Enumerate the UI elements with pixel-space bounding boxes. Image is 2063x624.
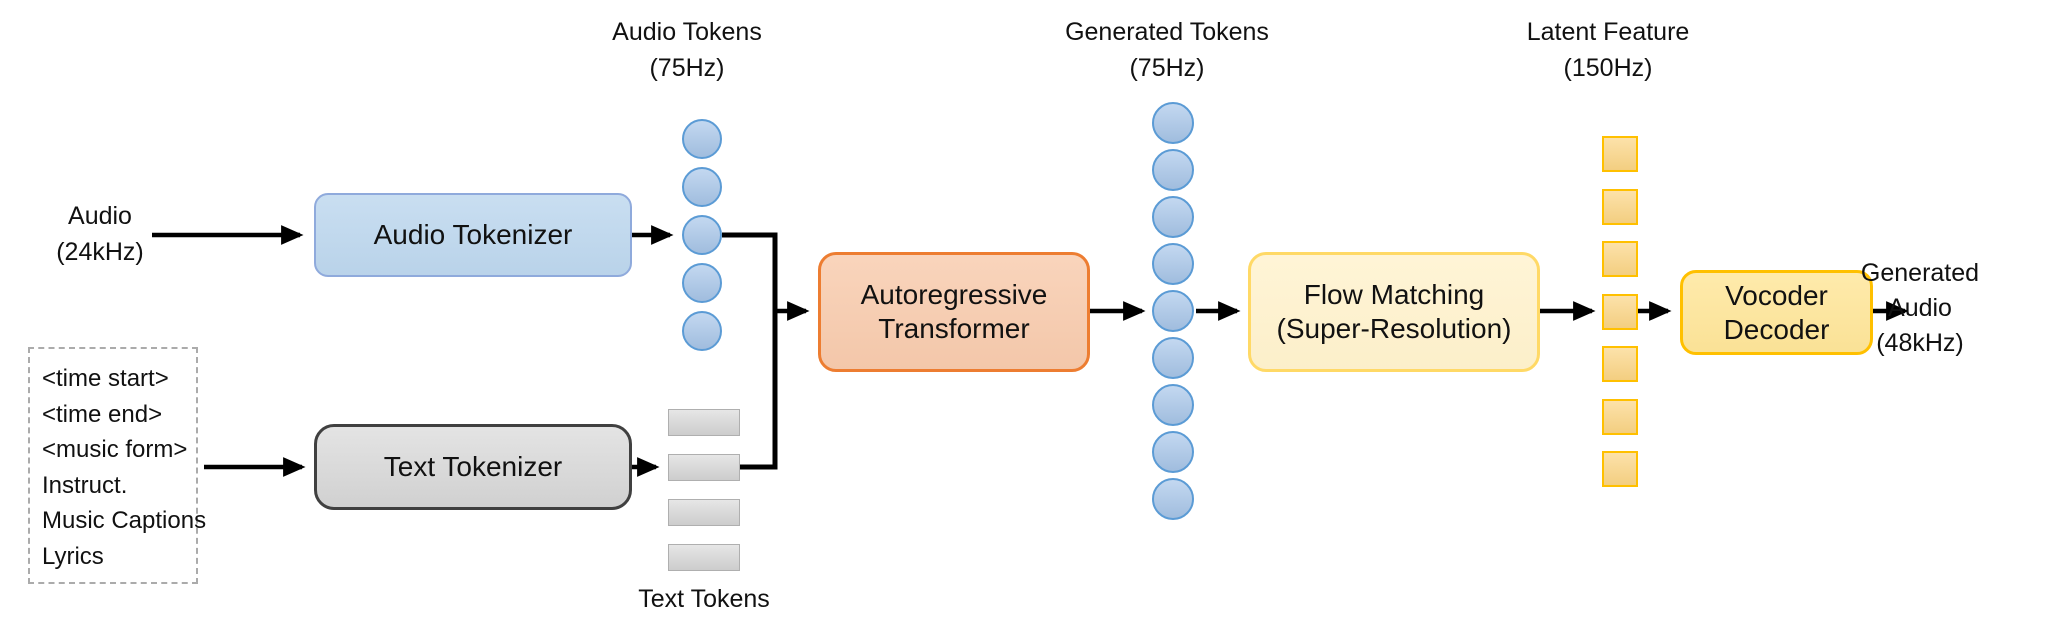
audio-tokenizer-node: Audio Tokenizer [314, 193, 632, 277]
latent-features-square [1602, 241, 1638, 277]
latent-features-square [1602, 136, 1638, 172]
audio-tokens-column [682, 119, 722, 359]
prompt-line-instruct: Instruct. [42, 471, 128, 499]
generated-tokens-circle [1152, 478, 1194, 520]
vocoder-decoder-node: Vocoder Decoder [1680, 270, 1873, 355]
text-tokens-rect [668, 409, 740, 436]
audio-tokens-circle [682, 263, 722, 303]
audio-tokens-circle [682, 119, 722, 159]
generated-tokens-circle [1152, 149, 1194, 191]
prompt-line-lyrics: Lyrics [42, 542, 104, 570]
latent-features-square [1602, 188, 1638, 225]
text-tokens-column [668, 409, 740, 589]
latent-features-square [1602, 398, 1638, 435]
prompt-line-music-form: <music form> [42, 436, 188, 463]
latent-features-column [1602, 136, 1638, 504]
merge-elbow-line [722, 232, 778, 470]
text-tokens-rect [668, 499, 740, 526]
text-tokens-rect [668, 454, 740, 481]
generated-tokens-circle [1152, 431, 1194, 473]
text-tokens-rect [668, 544, 740, 571]
audio-tokens-circle [682, 215, 722, 255]
flow-matching-node: Flow Matching (Super-Resolution) [1248, 252, 1540, 372]
prompt-line-captions: Music Captions [42, 507, 207, 534]
text-tokens-label: Text Tokens [638, 585, 770, 613]
audio-tokens-label: Audio Tokens (75Hz) [612, 18, 762, 82]
prompt-line-time-end: <time end> [42, 400, 163, 428]
latent-features-square [1602, 346, 1638, 382]
latent-feature-label: Latent Feature (150Hz) [1526, 18, 1690, 82]
generated-audio-output-label: Generated Audio (48kHz) [1860, 259, 1980, 357]
generated-tokens-circle [1152, 384, 1194, 426]
latent-features-square [1602, 293, 1638, 330]
generated-tokens-label: Generated Tokens (75Hz) [1065, 18, 1269, 82]
generated-tokens-circle [1152, 196, 1194, 238]
prompt-line-time-start: <time start> [42, 365, 169, 392]
audio-input-label: Audio (24kHz) [56, 202, 144, 266]
latent-features-square [1602, 451, 1638, 487]
generated-tokens-circle [1152, 290, 1194, 332]
audio-tokens-circle [682, 167, 722, 207]
autoregressive-transformer-node: Autoregressive Transformer [818, 252, 1090, 372]
generated-tokens-circle [1152, 243, 1194, 285]
text-tokenizer-node: Text Tokenizer [314, 424, 632, 510]
generated-tokens-column [1152, 102, 1194, 525]
generated-tokens-circle [1152, 102, 1194, 144]
generated-tokens-circle [1152, 337, 1194, 379]
text-prompt-box: <time start> <time end> <music form> Ins… [28, 347, 207, 584]
audio-tokens-circle [682, 311, 722, 351]
